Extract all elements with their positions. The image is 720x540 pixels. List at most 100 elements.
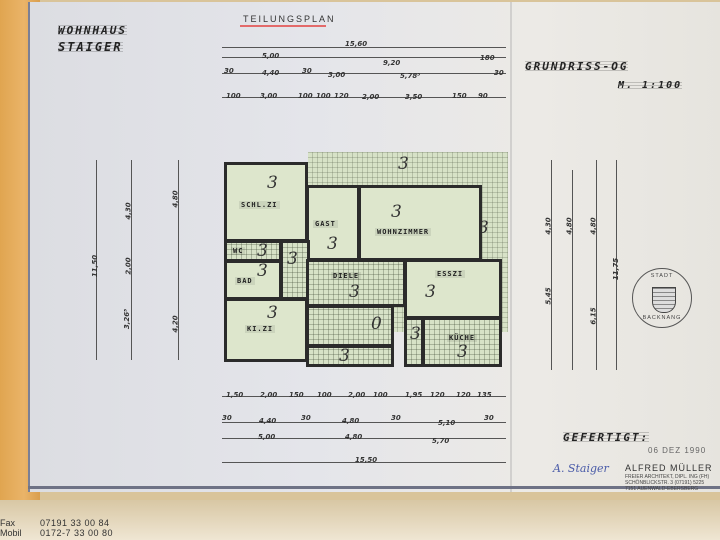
title-staiger: STAIGER xyxy=(58,40,123,54)
bottom-letterhead-strip: Fax 07191 33 00 84 Mobil 0172-7 33 00 80 xyxy=(0,500,720,540)
dim-bot-r1-4: 2,00 xyxy=(348,391,366,399)
dim-line-right-c xyxy=(596,160,597,370)
dim-line-right-a xyxy=(551,160,552,370)
dim-top-r3-2: 30 xyxy=(302,67,312,75)
dim-top-r4-7: 150 xyxy=(452,92,467,100)
date-stamp: 06 DEZ 1990 xyxy=(648,446,707,455)
unit-number: 3 xyxy=(391,202,402,222)
dim-right-3: 6,15 xyxy=(589,307,598,325)
room-label: WOHNZIMMER xyxy=(375,228,432,236)
room-label: WC xyxy=(231,247,246,255)
dim-top-r2-2: 180 xyxy=(480,54,495,62)
title-wohnhaus: WOHNHAUS xyxy=(58,24,127,37)
floor-plan: 3 3 3 SCHL.ZI GAST 3 3 WOHNZIMMER WC 3 3… xyxy=(222,152,510,370)
dim-bot-r1-7: 120 xyxy=(430,391,445,399)
dim-top-r3-3: 3,00 xyxy=(328,71,346,79)
dim-line-bottom-row1 xyxy=(222,396,506,397)
architect-line3: 7151 AUENWALD-EBERSBERG xyxy=(625,486,699,492)
room-schlafzimmer: 3 SCHL.ZI xyxy=(224,162,308,242)
stamp-bottom-text: BACKNANG xyxy=(642,315,682,321)
architect-name: ALFRED MÜLLER xyxy=(625,463,713,473)
dim-top-r4-3: 100 xyxy=(316,92,331,100)
dim-line-top-row2 xyxy=(222,57,506,58)
unit-number: 3 xyxy=(349,282,360,302)
dim-line-left-inner xyxy=(131,160,132,360)
room-wohnzimmer: 3 WOHNZIMMER xyxy=(358,185,482,261)
dim-bot-overall: 15,50 xyxy=(355,456,378,464)
mobil-number: 0172-7 33 00 80 xyxy=(40,528,114,538)
plan-type-underline xyxy=(240,25,326,27)
dim-top-r4-1: 3,00 xyxy=(260,92,278,100)
dim-top-r4-6: 3,50 xyxy=(405,93,423,101)
unit-number: 3 xyxy=(257,261,268,281)
unit-number: 0 xyxy=(371,314,382,334)
dim-right-2: 5,45 xyxy=(544,287,553,305)
landing: 3 xyxy=(306,345,394,367)
dim-top-r3-1: 4,40 xyxy=(262,69,280,77)
dim-top-r4-2: 100 xyxy=(298,92,313,100)
dim-top-r2-0: 5,00 xyxy=(262,52,280,60)
dim-bot-r1-2: 150 xyxy=(289,391,304,399)
dim-line-bottom-row2 xyxy=(222,422,506,423)
unit-number: 3 xyxy=(267,173,278,193)
dim-left-0: 4,30 xyxy=(124,202,133,220)
dim-line-bottom-row3 xyxy=(222,438,506,439)
dim-bot-r2-3: 4,80 xyxy=(342,417,360,425)
dim-bot-r1-6: 1,95 xyxy=(405,391,423,399)
unit-number: 3 xyxy=(267,303,278,323)
room-kinderzimmer: 3 KI.ZI xyxy=(224,298,308,362)
mobil-label: Mobil xyxy=(0,528,22,538)
dim-bot-r2-2: 30 xyxy=(301,414,311,422)
stamp-top-text: STADT xyxy=(650,273,674,279)
sheet-bottom-edge xyxy=(28,486,720,489)
unit-number: 3 xyxy=(339,346,350,366)
dim-bot-r1-1: 2,00 xyxy=(260,391,278,399)
room-bad: 3 BAD xyxy=(224,260,282,300)
terrace-unit-right: 3 xyxy=(478,218,489,238)
dim-line-top-row3 xyxy=(222,73,506,74)
unit-number: 3 xyxy=(410,324,421,344)
dim-line-top-row4 xyxy=(222,97,506,98)
room-label: GAST xyxy=(313,220,338,228)
dim-line-bottom-overall xyxy=(222,462,506,463)
dim-right-1b: 4,80 xyxy=(589,217,598,235)
room-label: KI.ZI xyxy=(245,325,276,333)
unit-number: 3 xyxy=(257,241,268,261)
dim-bot-r1-5: 100 xyxy=(373,391,388,399)
owner-signature: A. Staiger xyxy=(553,462,609,475)
dim-bot-r1-3: 100 xyxy=(317,391,332,399)
dim-top-r4-0: 100 xyxy=(226,92,241,100)
room-label: BAD xyxy=(235,277,255,285)
architect-line1: FREIER ARCHITEKT, DIPL. ING (FH) xyxy=(625,474,710,480)
unit-number: 3 xyxy=(425,282,436,302)
fold-line xyxy=(510,2,512,492)
dim-bot-r2-5: 5,10 xyxy=(438,419,456,427)
room-label: KÜCHE xyxy=(447,334,478,342)
pantry: 3 xyxy=(404,317,424,367)
dim-line-left-overall xyxy=(96,160,97,360)
drawing-title: GRUNDRISS-OG xyxy=(525,60,629,73)
room-gast: GAST 3 xyxy=(306,185,360,261)
room-label: SCHL.ZI xyxy=(239,201,280,209)
dim-bot-r1-8: 120 xyxy=(456,391,471,399)
gefertigt-label: GEFERTIGT: xyxy=(563,431,650,444)
dim-top-r2-1: 9,20 xyxy=(383,59,401,67)
coat-of-arms-icon xyxy=(652,287,676,313)
city-seal-stamp: STADT BACKNANG xyxy=(632,268,692,328)
dim-left-1: 2,00 xyxy=(124,257,133,275)
dim-top-overall: 15,60 xyxy=(345,40,368,48)
dim-top-r4-4: 120 xyxy=(334,92,349,100)
room-label: ESSZI xyxy=(435,270,466,278)
dim-top-r4-8: 90 xyxy=(478,92,488,100)
dim-bot-r1-9: 135 xyxy=(477,391,492,399)
dim-bot-r2-1: 4,40 xyxy=(259,417,277,425)
unit-number: 3 xyxy=(457,342,468,362)
dim-bot-r2-0: 30 xyxy=(222,414,232,422)
dim-bot-r3-1: 4,80 xyxy=(345,433,363,441)
dim-right-1: 4,80 xyxy=(565,217,574,235)
dim-bot-r2-6: 30 xyxy=(484,414,494,422)
dim-left-4: 4,20 xyxy=(171,315,180,333)
dim-top-r3-4: 5,78⁵ xyxy=(400,72,421,80)
dim-line-left-outer xyxy=(178,160,179,360)
terrace-unit: 3 xyxy=(398,154,409,174)
